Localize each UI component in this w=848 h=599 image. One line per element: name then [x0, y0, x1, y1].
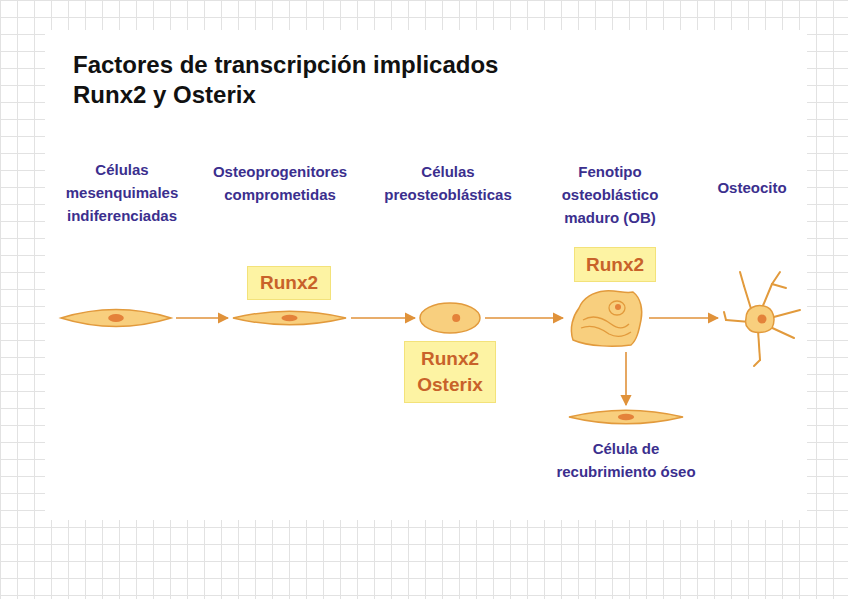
cell-figure: Fenotipo osteoblástico maduro (OB) — [567, 288, 645, 348]
factor-name: Runx2 — [257, 270, 321, 296]
stage-label: Células mesenquimales indiferenciadas — [52, 158, 192, 227]
stage-label: Osteocito — [697, 176, 807, 199]
transcription-factor-box: Runx2 — [575, 248, 655, 281]
flow-arrow — [649, 317, 718, 319]
cell-drawing — [232, 310, 347, 326]
transcription-factor-box: Runx2 — [248, 267, 330, 299]
transcription-factor-box: Runx2 Osterix — [405, 342, 495, 402]
stage-label: Célula de recubrimiento óseo — [551, 437, 701, 483]
cell-drawing — [722, 268, 802, 368]
flow-arrow — [625, 352, 627, 405]
cell-figure: Células mesenquimales indiferenciadas — [60, 308, 172, 328]
factor-name: Runx2 Osterix — [417, 346, 482, 398]
flow-arrow — [485, 317, 563, 319]
stage-label: Osteoprogenitores comprometidas — [200, 160, 360, 206]
diagram-title: Factores de transcripción implicados Run… — [73, 50, 553, 110]
cell-drawing — [567, 288, 645, 348]
flow-arrow — [351, 317, 415, 319]
cell-drawing — [419, 302, 481, 334]
cell-figure: Células preosteoblásticas — [419, 302, 481, 334]
cell-figure: Osteoprogenitores comprometidas — [232, 310, 347, 326]
cell-figure: Célula de recubrimiento óseo — [568, 409, 684, 425]
stage-label: Células preosteoblásticas — [373, 160, 523, 206]
factor-name: Runx2 — [584, 252, 646, 278]
cell-drawing — [568, 409, 684, 425]
flow-arrow — [176, 317, 228, 319]
stage-label: Fenotipo osteoblástico maduro (OB) — [545, 160, 675, 229]
cell-drawing — [60, 308, 172, 328]
cell-figure: Osteocito — [722, 268, 802, 368]
